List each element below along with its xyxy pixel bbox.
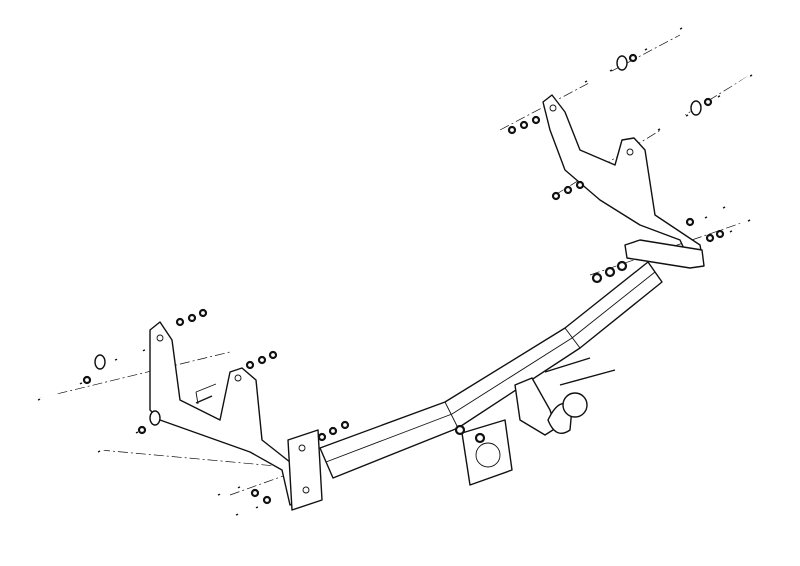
nut	[705, 233, 715, 243]
socket-plate	[461, 419, 513, 486]
spacer-tube	[584, 68, 613, 84]
nut	[187, 313, 197, 323]
washer	[616, 55, 628, 71]
bolt	[97, 431, 139, 453]
nut	[245, 360, 255, 370]
bolt	[644, 27, 683, 51]
right-mounting-bracket	[542, 94, 704, 267]
left-mounting-bracket	[149, 321, 303, 506]
nut	[628, 53, 638, 63]
bolt	[37, 382, 83, 401]
nuts-and-washers	[82, 53, 725, 505]
bolt	[217, 486, 241, 496]
nut	[82, 375, 92, 385]
crossbar-beam	[287, 239, 705, 511]
nut	[317, 432, 327, 442]
bracket-hole	[549, 104, 557, 112]
spacer-tube	[195, 395, 213, 404]
center-line-right-upper	[499, 34, 681, 131]
bolt	[704, 206, 726, 219]
bracket-hole	[626, 148, 634, 156]
right-end-plate	[624, 239, 705, 269]
nut	[715, 229, 725, 239]
nut	[616, 260, 628, 272]
nut	[262, 495, 272, 505]
center-line-left-upper	[39, 351, 231, 399]
nut	[591, 272, 603, 284]
nut	[198, 308, 208, 318]
bolt	[717, 74, 753, 98]
bolt	[235, 506, 259, 516]
center-line-right-lower	[589, 219, 751, 276]
socket-hole	[475, 442, 501, 468]
nut	[137, 425, 147, 435]
nut	[685, 217, 695, 227]
nut	[250, 488, 260, 498]
nut	[268, 350, 278, 360]
left-end-plate	[287, 429, 323, 511]
tow-ball-hitch	[454, 357, 616, 486]
bracket-hole	[156, 334, 164, 342]
nut	[507, 125, 517, 135]
washer	[149, 410, 161, 426]
nut	[703, 97, 713, 107]
nut	[551, 191, 561, 201]
nut	[604, 266, 616, 278]
spacer-tube	[657, 113, 689, 132]
washer	[690, 100, 702, 116]
nut	[328, 426, 338, 436]
bolts	[37, 27, 753, 516]
washer	[94, 354, 106, 370]
bracket-hole	[234, 374, 242, 382]
spacer-tube	[114, 348, 146, 362]
nut	[531, 115, 541, 125]
nut	[175, 317, 185, 327]
nut	[519, 120, 529, 130]
nut	[257, 355, 267, 365]
nut	[575, 180, 585, 190]
bolt	[729, 219, 751, 233]
tow-ball	[562, 392, 588, 418]
nut	[563, 185, 573, 195]
nut	[340, 420, 350, 430]
